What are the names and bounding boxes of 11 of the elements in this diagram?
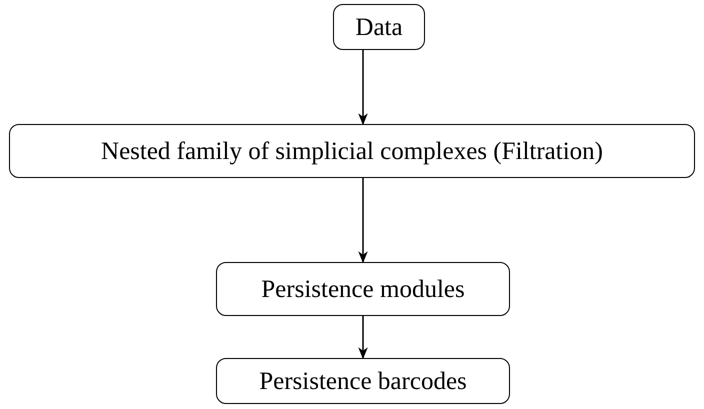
arrow [358, 316, 368, 360]
process-box [216, 358, 510, 404]
box-label: Persistence barcodes [259, 368, 467, 394]
arrow [358, 50, 368, 126]
process-box [333, 4, 425, 50]
box-label: Data [355, 14, 403, 40]
process-box [9, 124, 695, 178]
box-label: Persistence modules [261, 276, 465, 302]
arrow [358, 178, 368, 264]
process-box [216, 262, 510, 316]
box-label: Nested family of simplicial complexes (Filtration) [101, 138, 603, 164]
